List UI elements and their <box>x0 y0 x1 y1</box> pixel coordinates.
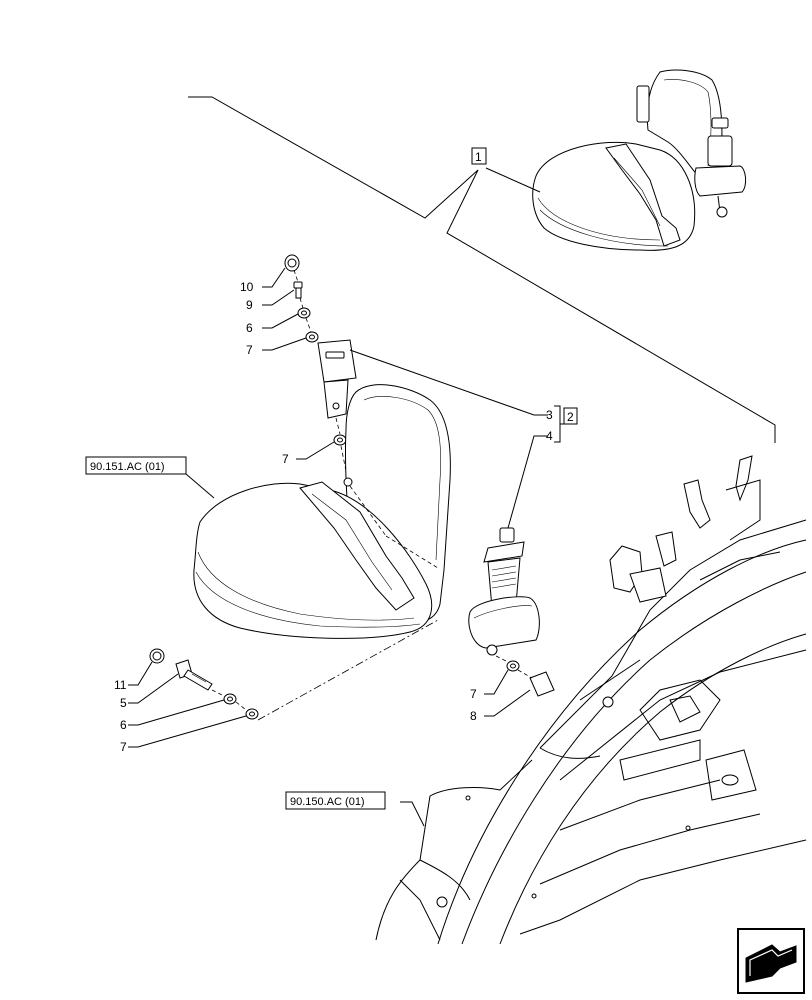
reference-cab[interactable]: 90.150.AC (01) <box>285 791 386 810</box>
callout-5: 5 <box>120 696 127 710</box>
cab-structure-illustration <box>375 455 807 945</box>
svg-text:2: 2 <box>567 410 574 424</box>
callout-3: 3 <box>546 408 553 422</box>
seat-assembly-illustration <box>532 69 747 251</box>
seat-illustration <box>193 384 451 639</box>
seat-belt-retractor <box>468 527 555 697</box>
callout-7-bottom: 7 <box>120 740 127 754</box>
reference-seat[interactable]: 90.151.AC (01) <box>85 456 187 475</box>
callout-9: 9 <box>246 298 253 312</box>
callout-11: 11 <box>114 678 127 692</box>
seat-belt-buckle <box>317 339 357 477</box>
callout-4: 4 <box>546 429 553 443</box>
callout-7-seat: 7 <box>282 452 289 466</box>
callout-7-retractor: 7 <box>470 687 477 701</box>
callout-labels: 10 9 6 7 7 11 5 6 7 7 8 3 4 <box>114 280 553 754</box>
callout-7-top: 7 <box>246 343 253 357</box>
callout-1: 1 <box>471 147 541 193</box>
callout-10: 10 <box>240 280 254 294</box>
callout-2: 2 <box>554 405 578 443</box>
fastener-stack-top <box>284 254 319 343</box>
fastener-stack-bottom <box>149 619 439 721</box>
leader-lines <box>128 267 548 827</box>
callout-8: 8 <box>470 709 477 723</box>
callout-6-bottom: 6 <box>120 718 127 732</box>
svg-text:1: 1 <box>475 150 482 164</box>
next-page-arrow-icon[interactable] <box>737 928 805 994</box>
svg-text:90.150.AC (01): 90.150.AC (01) <box>290 796 365 808</box>
frame-leader-line <box>188 96 776 443</box>
svg-text:90.151.AC (01): 90.151.AC (01) <box>90 461 165 473</box>
callout-6-top: 6 <box>246 321 253 335</box>
